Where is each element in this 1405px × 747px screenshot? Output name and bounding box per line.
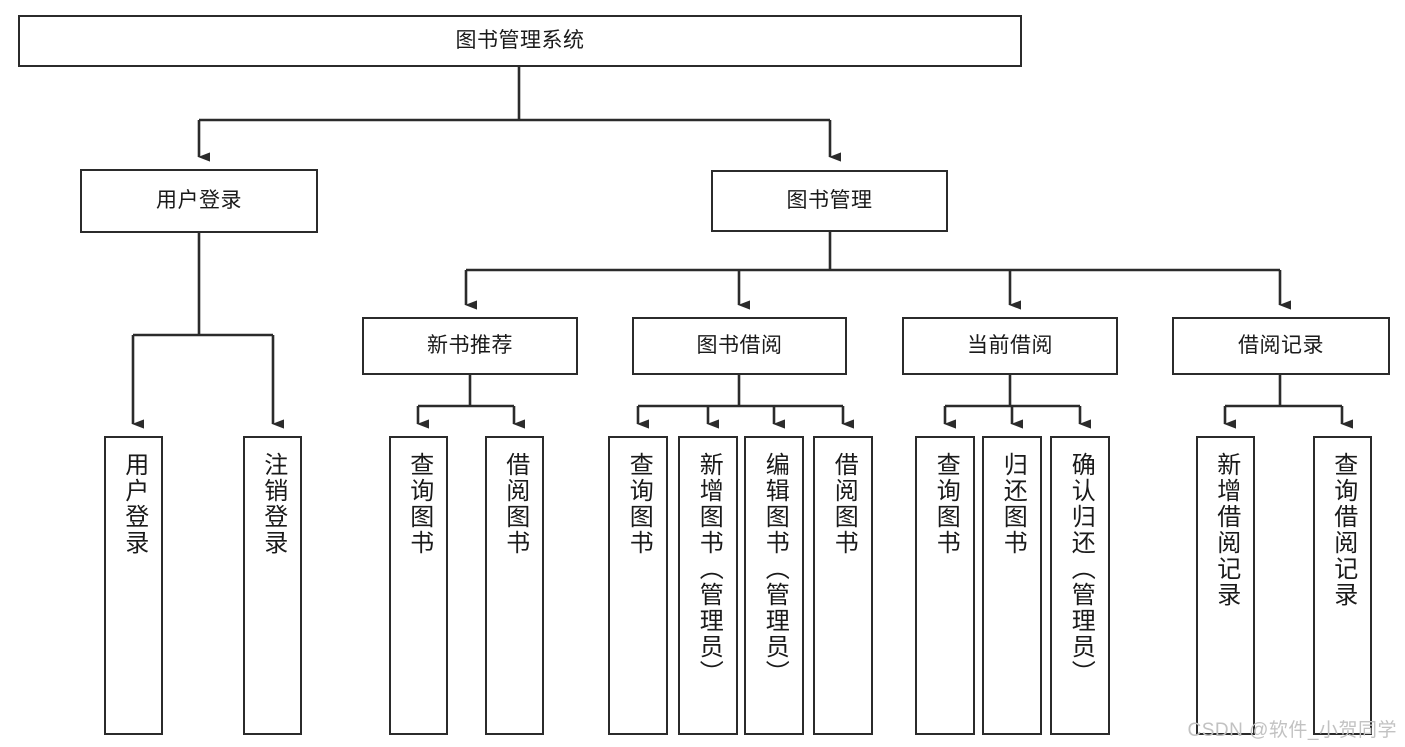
node-label: 查询借阅记录 xyxy=(1329,452,1357,608)
leaf-current-query-book[interactable]: 查询图书 xyxy=(915,436,975,735)
node-label: 借阅图书 xyxy=(501,452,529,556)
node-label: 当前借阅 xyxy=(967,334,1053,358)
watermark: CSDN @软件_小贺同学 xyxy=(1187,720,1397,741)
node-user-login[interactable]: 用户登录 xyxy=(80,169,318,233)
leaf-records-add-record[interactable]: 新增借阅记录 xyxy=(1196,436,1255,735)
node-label: 图书借阅 xyxy=(696,334,783,358)
node-label: 新增借阅记录 xyxy=(1212,452,1240,608)
node-label: 查询图书 xyxy=(405,452,433,556)
node-new-book-recommend[interactable]: 新书推荐 xyxy=(362,317,578,375)
leaf-borrow-edit-book-admin[interactable]: 编辑图书（管理员） xyxy=(744,436,804,735)
leaf-borrow-borrow-book[interactable]: 借阅图书 xyxy=(813,436,873,735)
leaf-recommend-borrow-book[interactable]: 借阅图书 xyxy=(485,436,544,735)
node-label: 归还图书 xyxy=(999,452,1027,556)
node-label: 查询图书 xyxy=(932,452,960,556)
leaf-borrow-query-book[interactable]: 查询图书 xyxy=(608,436,668,735)
leaf-user-login-login[interactable]: 用户登录 xyxy=(104,436,163,735)
node-label: 借阅记录 xyxy=(1238,334,1324,358)
leaf-user-login-logout[interactable]: 注销登录 xyxy=(243,436,302,735)
leaf-recommend-query-book[interactable]: 查询图书 xyxy=(389,436,448,735)
node-label: 图书管理系统 xyxy=(455,29,585,53)
node-label: 注销登录 xyxy=(259,452,287,556)
node-current-borrow[interactable]: 当前借阅 xyxy=(902,317,1118,375)
node-book-borrow[interactable]: 图书借阅 xyxy=(632,317,847,375)
node-book-management-system[interactable]: 图书管理系统 xyxy=(18,15,1022,67)
node-label: 图书管理 xyxy=(786,189,873,213)
leaf-records-query-record[interactable]: 查询借阅记录 xyxy=(1313,436,1372,735)
node-label: 新增图书（管理员） xyxy=(695,452,723,686)
node-book-management[interactable]: 图书管理 xyxy=(711,170,948,232)
node-label: 查询图书 xyxy=(625,452,653,556)
leaf-current-return-book[interactable]: 归还图书 xyxy=(982,436,1042,735)
leaf-borrow-add-book-admin[interactable]: 新增图书（管理员） xyxy=(678,436,738,735)
node-label: 编辑图书（管理员） xyxy=(761,452,789,686)
leaf-current-confirm-return-admin[interactable]: 确认归还（管理员） xyxy=(1050,436,1110,735)
node-borrow-records[interactable]: 借阅记录 xyxy=(1172,317,1390,375)
node-label: 新书推荐 xyxy=(427,334,513,358)
node-label: 用户登录 xyxy=(120,452,148,556)
node-label: 确认归还（管理员） xyxy=(1067,452,1095,686)
node-label: 用户登录 xyxy=(156,189,242,213)
node-label: 借阅图书 xyxy=(830,452,858,556)
